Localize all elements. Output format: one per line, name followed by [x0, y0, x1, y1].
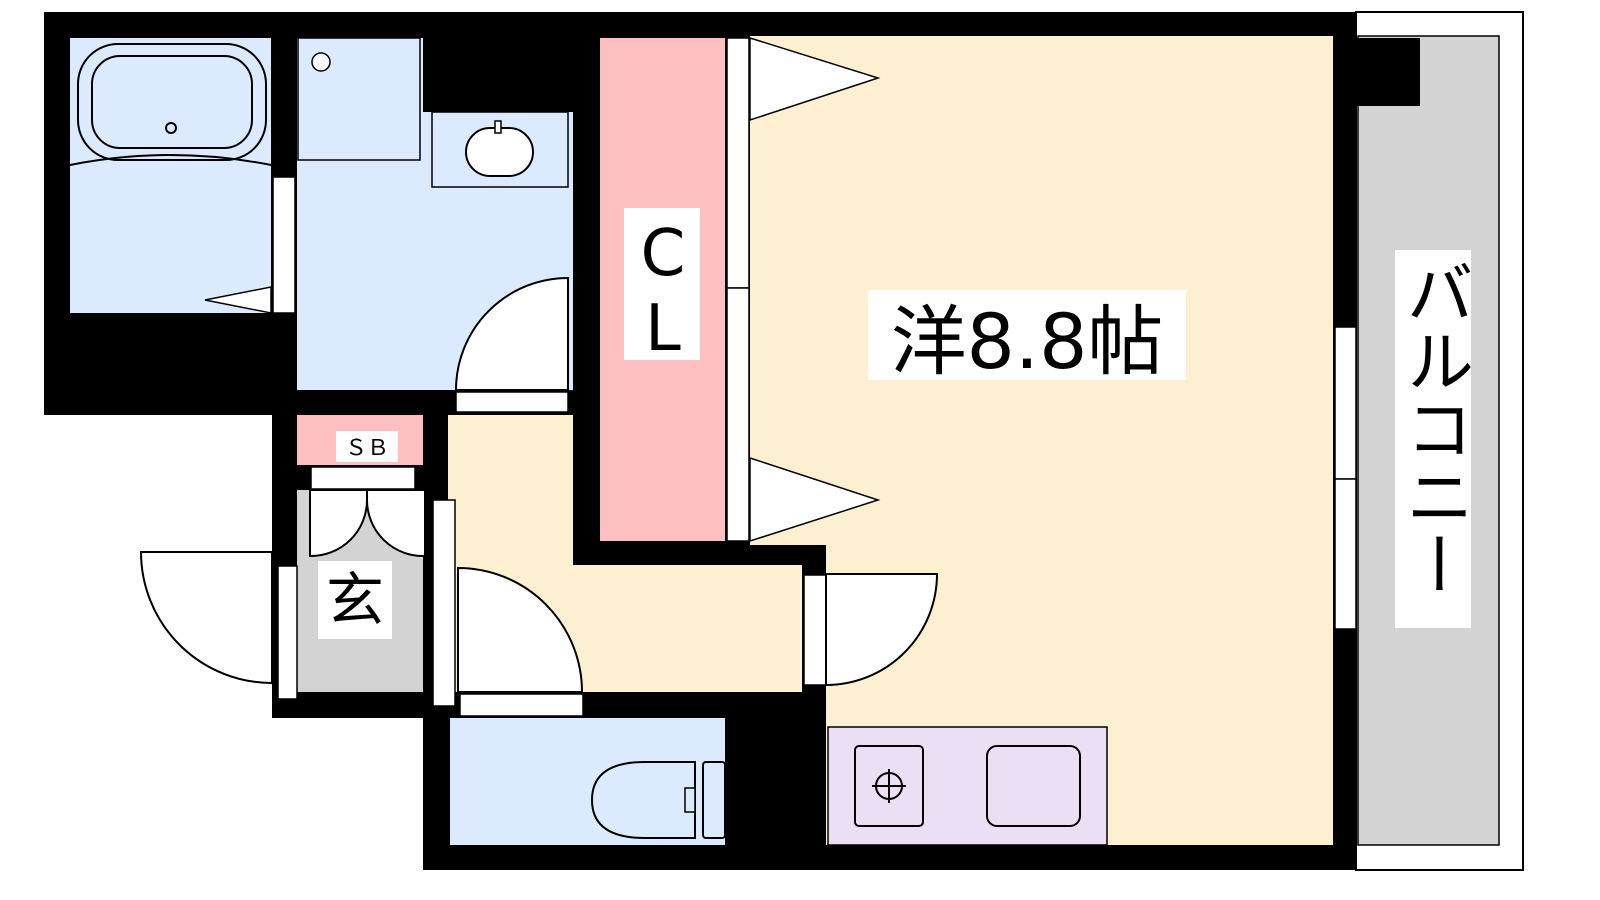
toilet-tank-icon — [702, 761, 726, 839]
closet-sliding-door-upper[interactable] — [726, 37, 750, 289]
closet-label-c: C — [641, 217, 686, 291]
shoe-box-door-track — [310, 466, 416, 490]
entrance-label: 玄 — [326, 566, 384, 634]
burner-cross — [872, 769, 906, 803]
shoe-box-label: ＳＢ — [345, 436, 389, 461]
western-room-label: 洋8.8帖 — [891, 297, 1164, 386]
bathroom — [70, 38, 271, 313]
room-door-frame — [803, 574, 827, 686]
closet-label-bg — [624, 208, 700, 360]
front-door-frame — [277, 565, 298, 700]
western-room-label-bg — [868, 290, 1186, 380]
room-door[interactable] — [825, 573, 939, 687]
balcony-label-bg — [1395, 250, 1471, 628]
toilet-bowl-icon — [590, 761, 696, 839]
sliding-door-arrow-bottom — [749, 456, 881, 543]
western-room — [750, 36, 1333, 845]
washroom-door-sill — [455, 391, 569, 413]
balcony-wall-block — [1356, 38, 1420, 106]
kitchen-sink-icon — [986, 745, 1081, 827]
shoe-box-label-bg — [336, 431, 398, 462]
wall-block — [423, 38, 573, 112]
closet-sliding-door-lower[interactable] — [726, 287, 750, 542]
front-door[interactable] — [139, 551, 273, 685]
closet-label-l: L — [645, 292, 681, 366]
bathtub-icon — [77, 43, 267, 161]
bath-door[interactable] — [272, 176, 296, 314]
bath-floor-line — [69, 154, 272, 166]
bathtub-inner — [91, 55, 253, 149]
sliding-door-arrow-top — [749, 36, 881, 122]
balcony-window-upper[interactable] — [1334, 326, 1357, 480]
toilet-door-sill — [459, 693, 584, 717]
washer-drain-icon — [311, 52, 331, 72]
balcony-window-lower[interactable] — [1334, 478, 1357, 630]
drain-icon — [165, 122, 177, 134]
shoe-box-door-right[interactable] — [366, 489, 426, 558]
bath-door-swing-icon — [204, 286, 272, 314]
balcony-label: バルコニー — [1394, 258, 1473, 598]
entrance-label-bg — [318, 561, 392, 639]
faucet-icon — [494, 120, 502, 134]
toilet-door[interactable] — [457, 566, 584, 693]
sink-icon — [465, 127, 534, 177]
toilet-seat-hinge — [684, 787, 696, 813]
washroom-door[interactable] — [454, 276, 569, 391]
entrance-step — [432, 499, 456, 707]
